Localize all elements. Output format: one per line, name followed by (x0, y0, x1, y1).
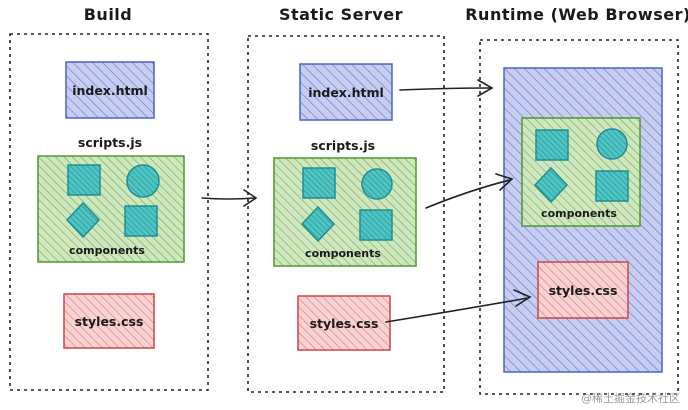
static-server-frame (247, 35, 445, 393)
build-component-square2-icon (124, 205, 158, 237)
column-static-server: Static Server index.html scripts.js (247, 5, 445, 393)
build-frame (9, 33, 209, 391)
build-component-square-icon (67, 164, 101, 196)
build-index-html-label: index.html (72, 83, 148, 98)
runtime-component-diamond-icon (533, 166, 569, 204)
server-component-square-icon (302, 167, 336, 199)
server-scripts-box: components (273, 157, 417, 267)
server-component-diamond-icon (300, 205, 336, 243)
runtime-component-circle-icon (596, 128, 628, 160)
server-styles-css-label: styles.css (310, 316, 379, 331)
column-runtime: Runtime (Web Browser) (465, 5, 688, 395)
build-component-circle-icon (126, 164, 160, 198)
runtime-styles-css-box: styles.css (537, 261, 629, 319)
build-scripts-js-label: scripts.js (78, 135, 142, 150)
column-title-static-server: Static Server (279, 5, 403, 24)
build-styles-css-label: styles.css (75, 314, 144, 329)
build-index-html-box: index.html (65, 61, 155, 119)
arrow-scripts-to-runtime (425, 173, 514, 209)
arrow-index-to-runtime (399, 79, 494, 97)
server-styles-css-box: styles.css (297, 295, 391, 351)
server-component-circle-icon (361, 168, 393, 200)
column-title-runtime: Runtime (Web Browser) (465, 5, 688, 24)
watermark: @稀土掘金技术社区 (581, 391, 680, 405)
build-styles-css-box: styles.css (63, 293, 155, 349)
build-components-label: components (69, 244, 145, 257)
server-component-square2-icon (359, 209, 393, 241)
column-build: Build index.html scripts.js (9, 5, 209, 391)
column-title-build: Build (84, 5, 133, 24)
runtime-frame (479, 39, 679, 395)
server-components-label: components (305, 247, 381, 260)
server-scripts-js-label: scripts.js (311, 138, 375, 153)
runtime-components-label: components (541, 207, 617, 220)
runtime-component-square-icon (535, 129, 569, 161)
build-scripts-box: components (37, 155, 185, 263)
server-index-html-label: index.html (308, 85, 384, 100)
arrow-styles-to-runtime (385, 289, 532, 323)
runtime-component-square2-icon (595, 170, 629, 202)
server-index-html-box: index.html (299, 63, 393, 121)
build-component-diamond-icon (65, 201, 101, 239)
arrow-build-to-server (201, 189, 258, 207)
runtime-components-box: components (521, 117, 641, 227)
runtime-styles-css-label: styles.css (549, 283, 618, 298)
